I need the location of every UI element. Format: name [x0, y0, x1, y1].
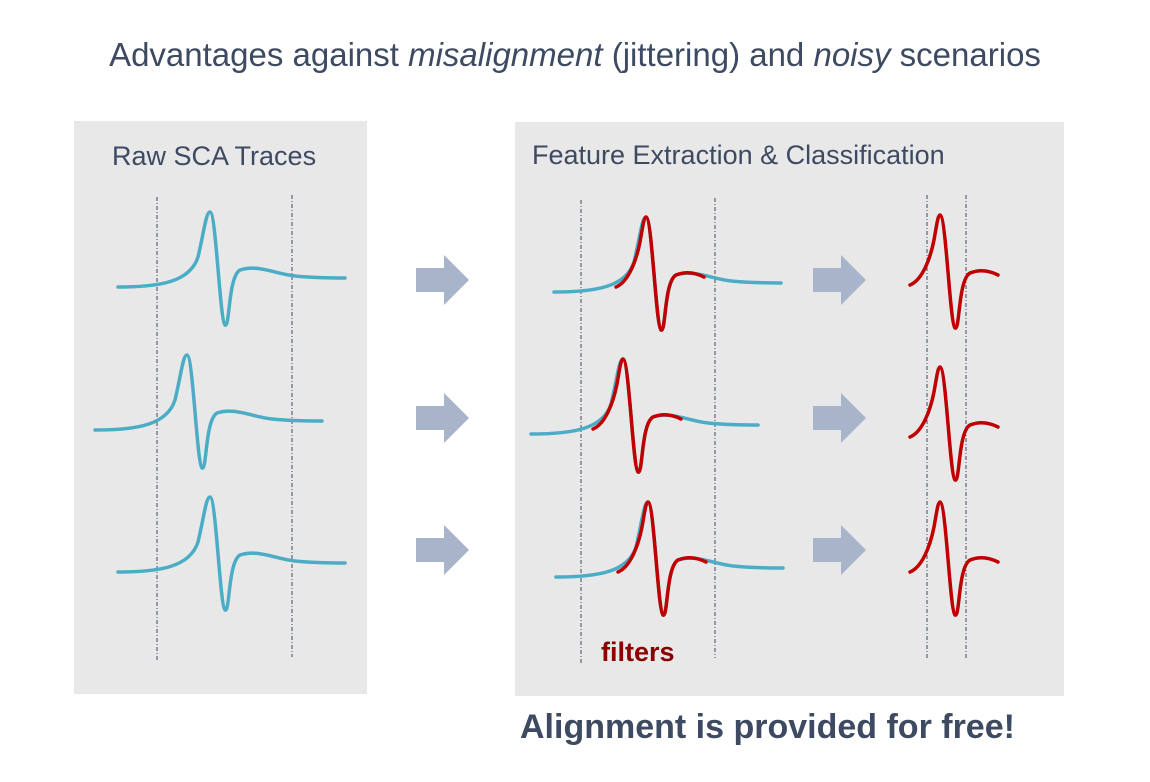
arrow-right-icon	[813, 393, 866, 443]
slide-title: Advantages against misalignment (jitteri…	[0, 36, 1150, 74]
aligned-output-trace	[908, 365, 1000, 482]
title-emphasis-misalignment: misalignment	[408, 36, 603, 73]
title-text: scenarios	[890, 36, 1041, 73]
arrow-right-icon	[813, 255, 866, 305]
feature-trace	[552, 215, 783, 332]
arrow-right-icon	[416, 393, 469, 443]
raw-trace	[116, 210, 347, 327]
panel-title-feature: Feature Extraction & Classification	[532, 140, 945, 170]
filter-overlay	[591, 357, 683, 474]
raw-trace	[116, 495, 347, 612]
raw-trace	[93, 353, 324, 470]
panel-title-raw: Raw SCA Traces	[112, 141, 317, 171]
footer-statement: Alignment is provided for free!	[520, 708, 1015, 746]
aligned-output-trace	[908, 213, 1000, 330]
aligned-output-trace	[908, 500, 1000, 617]
feature-extraction-panel: Feature Extraction & Classification	[515, 122, 1064, 696]
title-text: Advantages against	[109, 36, 409, 73]
arrow-right-icon	[416, 525, 469, 575]
raw-traces-panel: Raw SCA Traces	[74, 121, 367, 694]
filters-label: filters	[601, 637, 675, 667]
feature-trace	[529, 357, 760, 474]
title-emphasis-noisy: noisy	[813, 36, 891, 73]
arrow-right-icon	[416, 255, 469, 305]
filter-overlay	[616, 500, 708, 617]
arrow-right-icon	[813, 525, 866, 575]
title-text: (jittering) and	[602, 36, 814, 73]
feature-trace	[554, 500, 785, 617]
filter-overlay	[614, 215, 706, 332]
